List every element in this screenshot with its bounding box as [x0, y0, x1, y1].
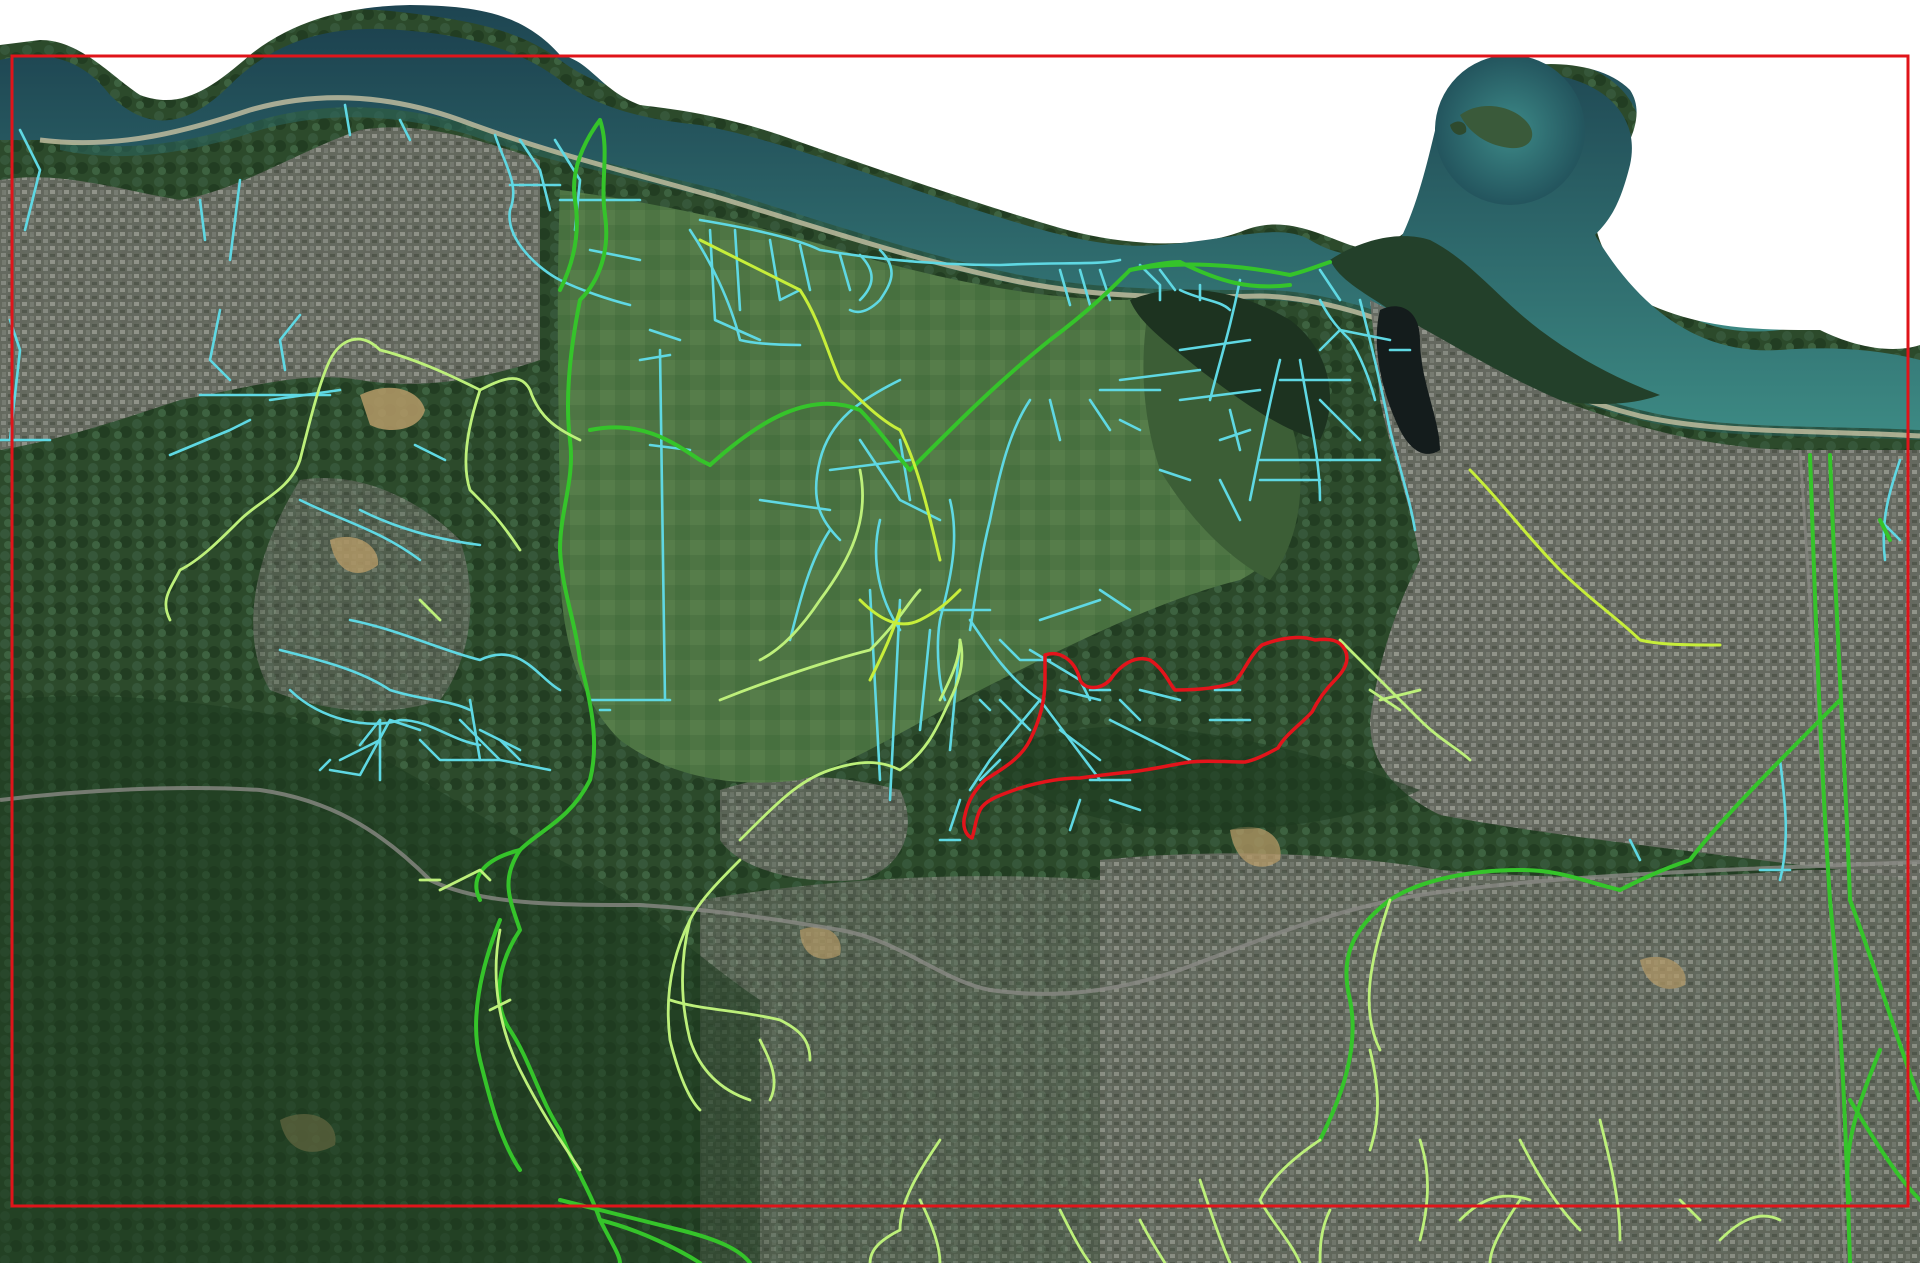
marsh-fields: [557, 190, 1293, 783]
bare-soil-4: [1640, 956, 1686, 989]
islet: [1460, 105, 1533, 149]
islet-small: [1450, 121, 1467, 135]
yellow-green-streams: [698, 238, 1722, 682]
urban-southeast: [1100, 853, 1920, 1263]
intermittent-streams: [164, 337, 1782, 1263]
highway-pali: [0, 786, 1920, 996]
bare-soil-6: [800, 926, 841, 959]
kawainui-ridge-dark: [1130, 289, 1330, 440]
bare-soil-1: [360, 387, 425, 430]
urban-subdivision-west: [253, 478, 471, 711]
urban-kailua-east: [1370, 300, 1920, 880]
bare-soil-3: [1230, 826, 1281, 867]
urban-maunawili: [720, 776, 908, 881]
bare-soil-2: [330, 536, 379, 573]
ridge-forest-peninsula: [1330, 236, 1660, 405]
study-area-boundary: [10, 54, 1910, 1208]
ridge-shadow-south: [0, 696, 760, 1263]
urban-south-central: [700, 876, 1100, 1263]
kawainui-pond: [1376, 306, 1440, 454]
no-imagery-north: [0, 0, 1920, 350]
urban-kailua-west: [0, 127, 540, 450]
project-parcel-boundary[interactable]: [962, 635, 1349, 840]
perennial-streams: [474, 118, 1920, 1263]
